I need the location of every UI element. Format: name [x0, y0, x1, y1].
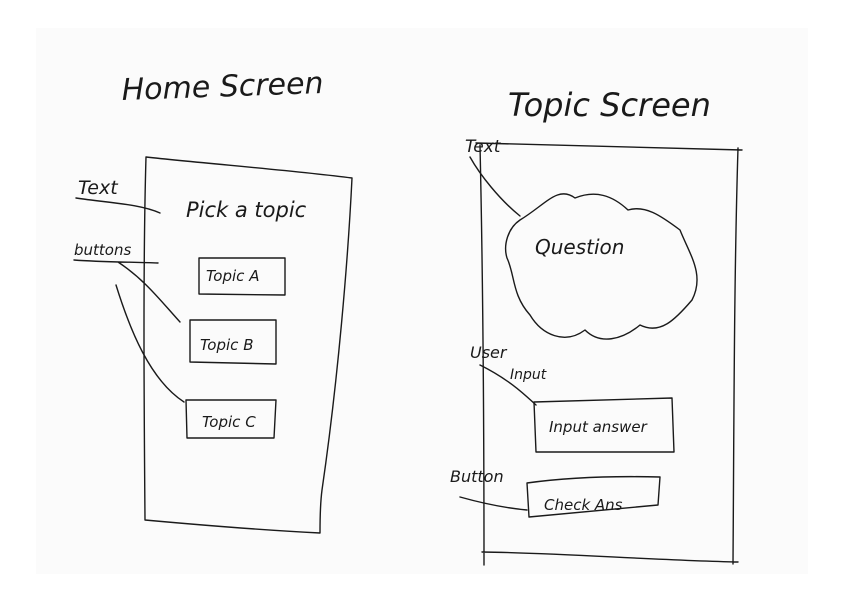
- topic-a-button[interactable]: Topic A: [198, 257, 286, 296]
- home-annotation-text-pointer: [75, 197, 161, 214]
- home-phone-frame: [143, 156, 353, 534]
- home-screen-title: Home Screen: [121, 66, 324, 108]
- topic-annotation-text-pointer: [469, 156, 521, 217]
- answer-input[interactable]: Input answer: [533, 397, 675, 453]
- check-answer-label: Check Ans: [544, 496, 623, 514]
- topic-annotation-button-pointer: [459, 496, 528, 511]
- home-annotation-text: Text: [78, 177, 119, 199]
- check-answer-button[interactable]: Check Ans: [526, 475, 661, 518]
- home-heading: Pick a topic: [186, 198, 307, 222]
- topic-screen-sketch: Topic Screen Question Input answer Check…: [450, 86, 743, 566]
- answer-input-placeholder: Input answer: [549, 418, 648, 436]
- topic-a-label: Topic A: [206, 267, 259, 285]
- topic-annotation-button: Button: [450, 467, 504, 486]
- topic-annotation-text: Text: [465, 137, 502, 157]
- topic-phone-frame: [475, 142, 743, 566]
- home-annotation-buttons: buttons: [74, 241, 131, 259]
- home-screen-sketch: Home Screen Pick a topic Topic A Topic B…: [73, 66, 353, 534]
- question-area: Question: [504, 193, 698, 340]
- topic-c-label: Topic C: [202, 413, 256, 431]
- sketch-area: [36, 28, 808, 574]
- topic-screen-title: Topic Screen: [508, 86, 711, 124]
- topic-b-button[interactable]: Topic B: [189, 319, 277, 365]
- topic-b-label: Topic B: [200, 336, 253, 354]
- home-annotation-buttons-pointer: [73, 259, 185, 403]
- topic-annotation-user: User: [470, 343, 508, 362]
- topic-annotation-input-pointer: [479, 364, 537, 406]
- question-label: Question: [535, 235, 624, 259]
- topic-c-button[interactable]: Topic C: [185, 399, 277, 439]
- topic-annotation-input: Input: [510, 367, 547, 383]
